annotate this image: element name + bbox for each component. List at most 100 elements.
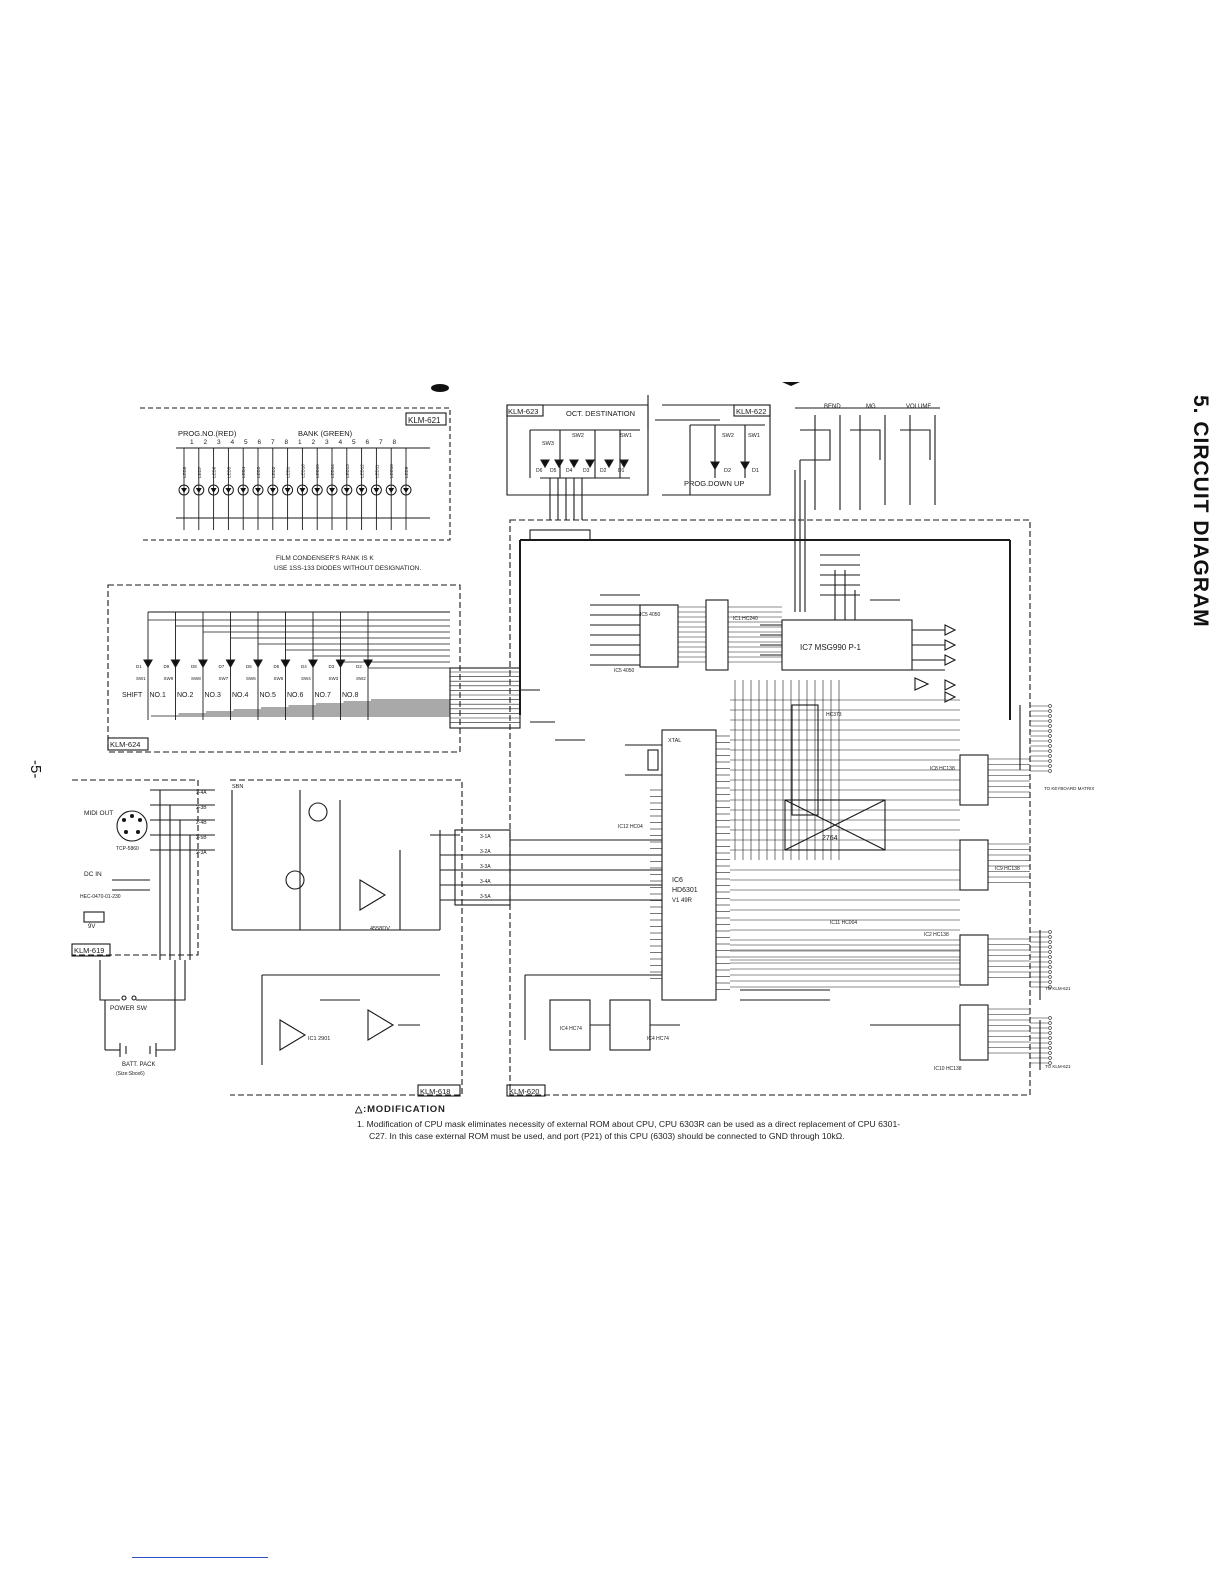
footer-rule: [132, 1557, 268, 1558]
klm621-label: KLM-621: [408, 416, 441, 425]
led-symbol: [208, 484, 220, 496]
switch-sw-label: SW9: [164, 676, 174, 681]
switch-label: NO.3: [205, 692, 221, 699]
bend-label: BEND: [824, 404, 841, 410]
switch-diode-label: D3: [329, 664, 335, 669]
connector-pin-left: 2-4A: [196, 790, 207, 796]
film-note-1: FILM CONDENSER'S RANK IS K: [276, 555, 374, 562]
modification-item-number: 1.: [357, 1119, 365, 1129]
led-symbol: [282, 484, 294, 496]
led-label: LED14: [330, 464, 335, 478]
prog-d2: D2: [724, 468, 731, 474]
page-number-text: -5-: [27, 760, 44, 779]
oct-sw3: SW3: [542, 441, 554, 447]
switch-sw-label: SW5: [274, 676, 284, 681]
batt-pack-label: BATT. PACK: [122, 1062, 155, 1068]
bank-number: 2: [312, 439, 316, 446]
led-symbol: [267, 484, 279, 496]
klm622-frame: [662, 404, 771, 496]
switch-diode-label: D5: [274, 664, 280, 669]
klm623-frame: [506, 404, 649, 496]
to-klm621b-label: TO KLM-621: [1045, 1064, 1071, 1069]
ic12-label: IC12 HC04: [618, 824, 643, 830]
ram-label: 2764: [822, 835, 838, 842]
batt-sub-label: (Size:Sbox6): [116, 1071, 145, 1077]
led-symbol: [400, 484, 412, 496]
oct-sw2: SW2: [572, 433, 584, 439]
prog-number: 6: [258, 439, 262, 446]
switch-sw-label: SW3: [329, 676, 339, 681]
led-label: LED9: [404, 466, 409, 478]
connector-pin-left: 2-3A: [196, 850, 207, 856]
ic5-label: IC5 4050: [640, 612, 661, 618]
film-note-2: USE 1SS-133 DIODES WITHOUT DESIGNATION.: [274, 565, 421, 572]
ic8-label: IC8 HC138: [930, 766, 955, 772]
prog-number: 8: [285, 439, 289, 446]
bank-number: 5: [352, 439, 356, 446]
klm618-frame: [230, 779, 463, 1096]
ic6-part2: V1 49R: [672, 898, 693, 904]
led-label: LED5: [226, 466, 231, 478]
switch-diode-label: D4: [301, 664, 307, 669]
modification-symbol: △:: [355, 1104, 368, 1115]
klm621-frame: [140, 407, 451, 541]
led-symbol: [385, 484, 397, 496]
ic6-body: [661, 729, 717, 1001]
volume-label: VOLUME: [906, 404, 931, 410]
prog-no-label: PROG.NO.(RED): [178, 429, 237, 438]
bank-number: 1: [298, 439, 302, 446]
dc-in-label: DC IN: [84, 871, 102, 878]
bank-number: 3: [325, 439, 329, 446]
klm619-label: KLM-619: [74, 946, 104, 955]
oct-sw1: SW1: [620, 433, 632, 439]
ic10-label: IC10 HC138: [934, 1066, 962, 1072]
oct-destination-label: OCT. DESTINATION: [566, 409, 635, 418]
led-symbol: [296, 484, 308, 496]
switch-diode-label: D7: [219, 664, 225, 669]
led-label: LED8: [182, 466, 187, 478]
dc-part-label: HEC-0470-01-230: [80, 894, 121, 900]
connector-pin-right: 3-3A: [480, 864, 491, 870]
led-label: LED6: [212, 466, 217, 478]
connector-pin-left: 2-3B: [196, 805, 207, 811]
bank-number: 6: [366, 439, 370, 446]
oct-diode-label: D3: [583, 468, 590, 474]
switch-label: NO.4: [232, 692, 248, 699]
led-label: LED10: [389, 464, 394, 478]
ic6-part: HD6301: [672, 887, 698, 894]
op2-label: IC1 2901: [308, 1036, 330, 1042]
led-label: LED3: [256, 466, 261, 478]
led-symbol: [178, 484, 190, 496]
switch-label: NO.6: [287, 692, 303, 699]
prog-number: 4: [231, 439, 235, 446]
ic6-name: IC6: [672, 877, 683, 884]
bank-number: 7: [379, 439, 383, 446]
prog-number: 5: [244, 439, 248, 446]
prog-sw1: SW1: [748, 433, 760, 439]
oct-diode-label: D2: [600, 468, 607, 474]
ic11-label: IC11 HC004: [830, 920, 857, 926]
connector-pin-right: 3-4A: [480, 879, 491, 885]
klm623-label: KLM-623: [508, 407, 538, 416]
ic1-label: IC1 HC240: [733, 616, 758, 622]
led-symbol: [222, 484, 234, 496]
ic3-label: HC373: [826, 712, 842, 718]
switch-diode-label: D8: [191, 664, 197, 669]
ic9-label: IC9 HC138: [995, 866, 1020, 872]
v9-label: 9V: [88, 924, 95, 930]
klm620-label: KLM-620: [509, 1087, 539, 1096]
led-label: LED7: [197, 466, 202, 478]
modification-item-text: Modification of CPU mask eliminates nece…: [366, 1119, 901, 1141]
switch-sw-label: SW7: [219, 676, 229, 681]
ic4b-label: IC4 HC74: [647, 1036, 669, 1042]
switch-label: NO.7: [315, 692, 331, 699]
page-number: -5-: [24, 760, 44, 800]
oct-diode-label: D1: [618, 468, 625, 474]
ic6b-label: IC5 4050: [614, 668, 635, 674]
xtal-label: XTAL: [668, 738, 681, 744]
bank-number: 4: [339, 439, 343, 446]
ic4a-label: IC4 HC74: [560, 1026, 582, 1032]
klm622-label: KLM-622: [736, 407, 766, 416]
power-sw-label: POWER SW: [110, 1005, 148, 1012]
switch-sw-label: SW8: [191, 676, 201, 681]
